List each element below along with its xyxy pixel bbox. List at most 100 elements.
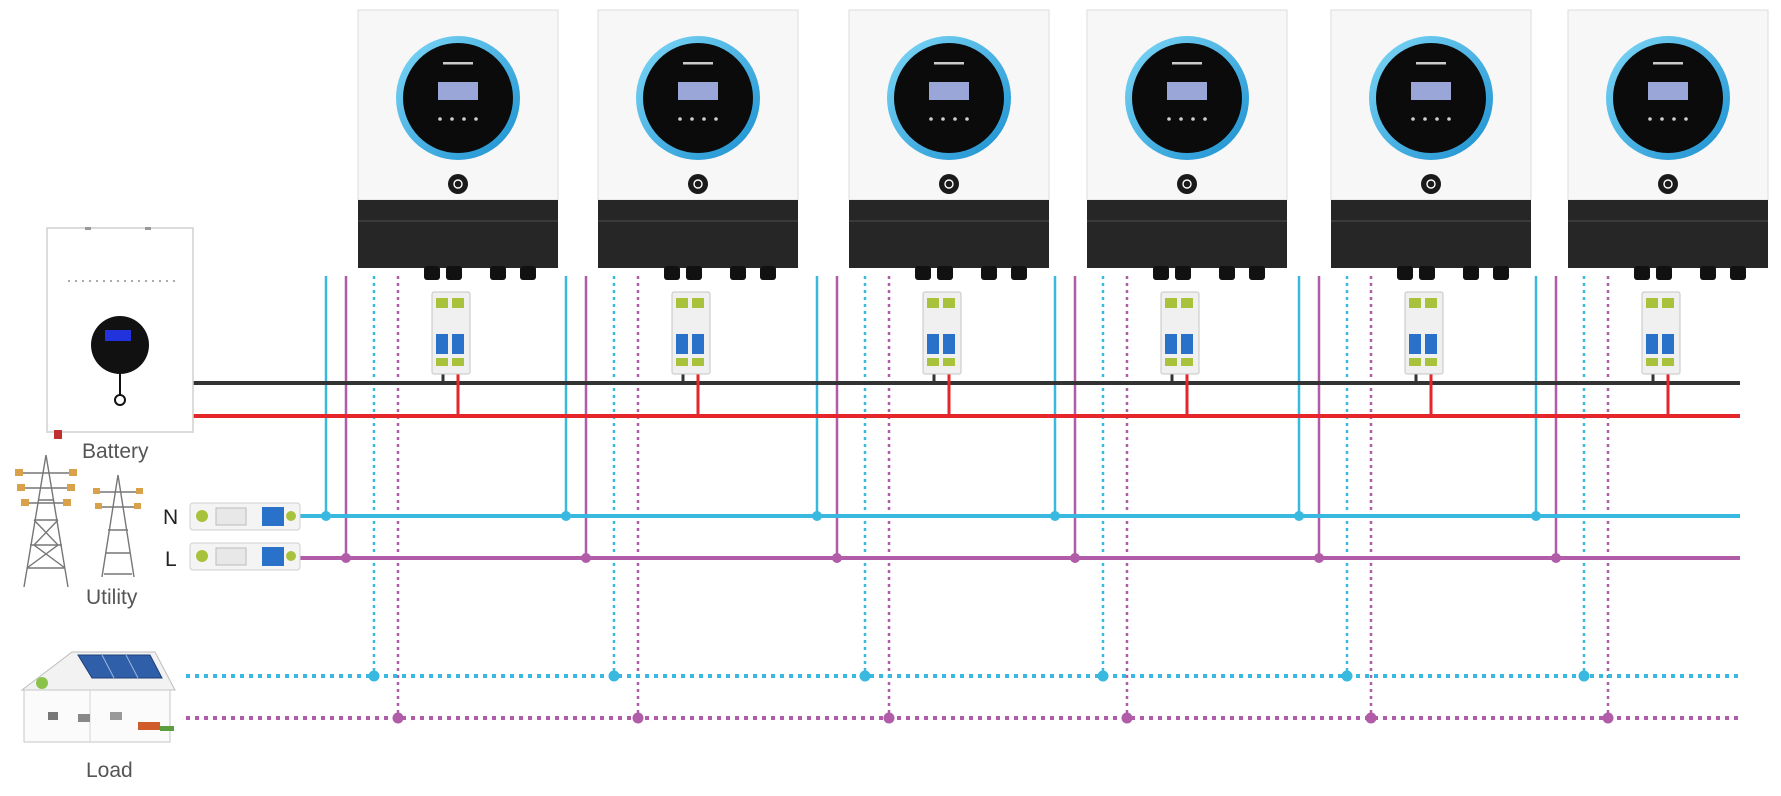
inverter-base: [1568, 200, 1768, 268]
power-symbol-icon: [693, 179, 703, 189]
hybrid-inverter-icon: [597, 9, 799, 280]
cable-gland: [1153, 266, 1169, 280]
inverter-key-dot: [1447, 117, 1451, 121]
inverter-key-dot: [1660, 117, 1664, 121]
dc-breaker-terminal: [1409, 358, 1421, 366]
cable-gland: [981, 266, 997, 280]
dc-breaker-switch: [692, 334, 704, 354]
dc-breaker-terminal: [1165, 358, 1177, 366]
inverter-lcd: [1648, 82, 1688, 100]
cable-gland: [730, 266, 746, 280]
junction-dot: [1070, 553, 1080, 563]
junction-dot: [812, 511, 822, 521]
junction-dot: [1578, 670, 1590, 682]
dc-breaker-terminal: [1662, 298, 1674, 308]
power-symbol-icon: [1182, 179, 1192, 189]
cable-gland: [1656, 266, 1672, 280]
cable-gland: [1397, 266, 1413, 280]
cable-gland: [520, 266, 536, 280]
power-symbol-icon: [453, 179, 463, 189]
load-label: Load: [86, 759, 133, 782]
junction-dot: [832, 553, 842, 563]
power-button-icon[interactable]: [939, 174, 959, 194]
junction-dot: [392, 712, 404, 724]
inverter-logo-mark: [683, 62, 713, 65]
inverter-key-dot: [1672, 117, 1676, 121]
inverter-lcd: [1411, 82, 1451, 100]
cable-gland: [1011, 266, 1027, 280]
junction-dot: [632, 712, 644, 724]
cable-gland: [1730, 266, 1746, 280]
power-button-icon[interactable]: [448, 174, 468, 194]
cable-gland: [1419, 266, 1435, 280]
dc-breaker-switch: [676, 334, 688, 354]
dc-breaker-terminal: [676, 298, 688, 308]
dc-breaker-icon: [1404, 291, 1444, 375]
junction-dot: [581, 553, 591, 563]
power-button-icon[interactable]: [1421, 174, 1441, 194]
cable-gland: [1700, 266, 1716, 280]
dc-breaker-icon: [1160, 291, 1200, 375]
utility-label: Utility: [86, 586, 138, 609]
power-symbol-icon: [944, 179, 954, 189]
junction-dot: [1050, 511, 1060, 521]
inverter-key-dot: [1179, 117, 1183, 121]
junction-dot: [1121, 712, 1133, 724]
inverter-row: [357, 9, 1769, 280]
inverter-base: [358, 200, 558, 268]
inverter-base: [849, 200, 1049, 268]
junction-dot: [368, 670, 380, 682]
dc-breaker-switch: [943, 334, 955, 354]
inverter-key-dot: [1648, 117, 1652, 121]
dc-breaker-terminal: [692, 358, 704, 366]
cable-gland: [424, 266, 440, 280]
power-button-icon[interactable]: [1177, 174, 1197, 194]
dc-breaker-icon: [922, 291, 962, 375]
inverter-key-dot: [953, 117, 957, 121]
power-symbol-icon: [1426, 179, 1436, 189]
inverter-key-dot: [462, 117, 466, 121]
transmission-tower-icon: [15, 454, 143, 588]
inverter-base: [598, 200, 798, 268]
inverter-base-seam: [358, 220, 558, 222]
hybrid-inverter-icon: [357, 9, 559, 280]
inverter-logo-mark: [1653, 62, 1683, 65]
cable-gland: [664, 266, 680, 280]
inverter-base-seam: [849, 220, 1049, 222]
junction-dot: [1365, 712, 1377, 724]
inverter-lcd: [1167, 82, 1207, 100]
junction-dot: [561, 511, 571, 521]
dc-breaker-terminal: [1181, 358, 1193, 366]
inverter-base-seam: [1568, 220, 1768, 222]
dc-breaker-icon: [431, 291, 471, 375]
junction-dot: [1097, 670, 1109, 682]
cable-gland: [760, 266, 776, 280]
cable-gland: [1493, 266, 1509, 280]
inverter-base-seam: [598, 220, 798, 222]
inverter-key-dot: [690, 117, 694, 121]
dc-breaker-terminal: [452, 358, 464, 366]
inverter-key-dot: [474, 117, 478, 121]
inverter-logo-mark: [1172, 62, 1202, 65]
inverter-key-dot: [1684, 117, 1688, 121]
cable-gland: [915, 266, 931, 280]
dc-breaker-switch: [436, 334, 448, 354]
dc-breaker-terminal: [1165, 298, 1177, 308]
dc-breaker-terminal: [1425, 358, 1437, 366]
neutral-label: N: [163, 506, 178, 529]
inverter-base-seam: [1087, 220, 1287, 222]
inverter-logo-mark: [443, 62, 473, 65]
junction-dot: [1294, 511, 1304, 521]
power-button-icon[interactable]: [1658, 174, 1678, 194]
junction-dot: [1531, 511, 1541, 521]
power-button-icon[interactable]: [688, 174, 708, 194]
house-solar-load-icon: [20, 651, 176, 743]
cable-gland: [446, 266, 462, 280]
inverter-key-dot: [450, 117, 454, 121]
hybrid-inverter-icon: [1330, 9, 1532, 280]
inverter-key-dot: [1167, 117, 1171, 121]
junction-dot: [1341, 670, 1353, 682]
inverter-base: [1331, 200, 1531, 268]
cable-gland: [1219, 266, 1235, 280]
